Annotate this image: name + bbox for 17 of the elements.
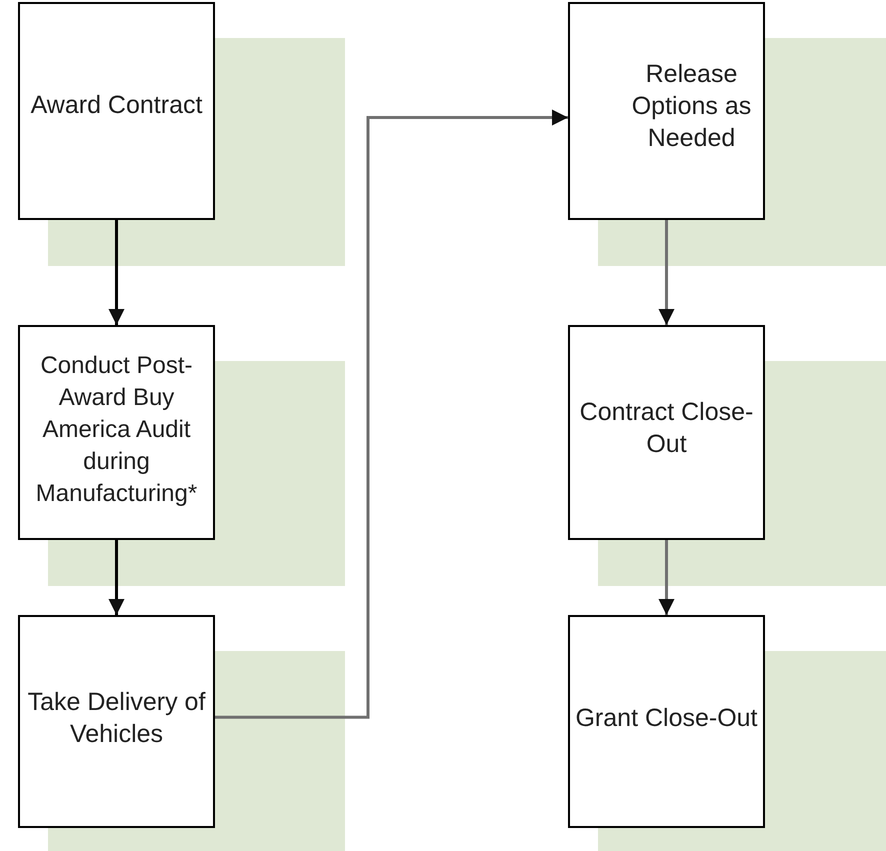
step-label: Conduct Post-Award Buy America Audit during Manufacturing* [34,350,198,508]
step-label: Contract Close-Out [578,396,754,460]
step-label: Award Contract [30,90,202,121]
process-box [568,2,765,220]
step-label: Take Delivery of Vehicles [26,686,206,750]
process-box [568,615,765,828]
process-box [18,325,215,540]
arrow [658,220,674,325]
process-box [568,325,765,540]
process-box [18,615,215,828]
step-label: Release Options as Needed [630,59,752,154]
arrow [215,110,568,719]
arrow [108,220,124,325]
step-label: Grant Close-Out [575,702,758,734]
arrow [658,540,674,615]
process-box [18,2,215,220]
arrow [108,540,124,615]
